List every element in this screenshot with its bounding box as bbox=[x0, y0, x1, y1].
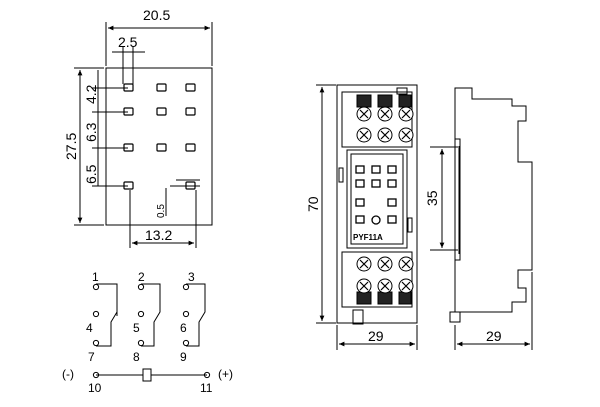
terminal-6: 6 bbox=[180, 321, 187, 335]
footprint-diagram bbox=[74, 22, 213, 248]
width-label: 20.5 bbox=[143, 7, 170, 23]
terminal-3: 3 bbox=[188, 270, 195, 284]
footprint-pins bbox=[123, 83, 196, 190]
terminal-8: 8 bbox=[133, 350, 140, 364]
center-module bbox=[346, 149, 408, 249]
model-label: PYF11A bbox=[353, 233, 383, 242]
terminal-10: 10 bbox=[88, 381, 102, 395]
terminal-4: 4 bbox=[86, 321, 93, 335]
contact-group-1 bbox=[92, 283, 118, 347]
footprint-dimension-labels: 20.5 2.5 27.5 4.2 6.3 6.5 0.5 13.2 bbox=[63, 7, 172, 243]
plus-sign: (+) bbox=[218, 367, 233, 381]
pitch-label: 2.5 bbox=[118, 34, 138, 50]
center-height-label: 35 bbox=[424, 190, 440, 206]
contact-group-3 bbox=[182, 283, 206, 347]
bottom-label: 13.2 bbox=[145, 227, 172, 243]
terminal-11: 11 bbox=[200, 381, 213, 395]
contact-group-2 bbox=[137, 283, 161, 347]
height-label: 27.5 bbox=[63, 133, 79, 160]
screw-terminals bbox=[356, 94, 414, 305]
terminal-2: 2 bbox=[138, 270, 145, 284]
row-label-2: 6.3 bbox=[83, 122, 99, 142]
side-width-label: 29 bbox=[486, 328, 502, 344]
front-width-label: 29 bbox=[368, 328, 384, 344]
front-height-label: 70 bbox=[305, 196, 321, 212]
row-label-1: 4.2 bbox=[83, 84, 99, 104]
side-view bbox=[430, 87, 533, 350]
footprint-outline bbox=[105, 67, 213, 226]
schematic-labels: 1 2 3 4 5 6 7 8 9 10 11 (-) (+) bbox=[62, 270, 233, 395]
socket-holes bbox=[355, 165, 397, 225]
wiring-schematic bbox=[92, 283, 211, 382]
small-offset-label: 0.5 bbox=[156, 204, 167, 218]
coil-symbol bbox=[142, 368, 152, 382]
minus-sign: (-) bbox=[62, 367, 74, 381]
side-profile bbox=[454, 87, 533, 313]
terminal-7: 7 bbox=[88, 350, 95, 364]
row-label-3: 6.5 bbox=[83, 164, 99, 184]
terminal-5: 5 bbox=[133, 321, 140, 335]
terminal-1: 1 bbox=[92, 270, 99, 284]
terminal-9: 9 bbox=[180, 350, 187, 364]
